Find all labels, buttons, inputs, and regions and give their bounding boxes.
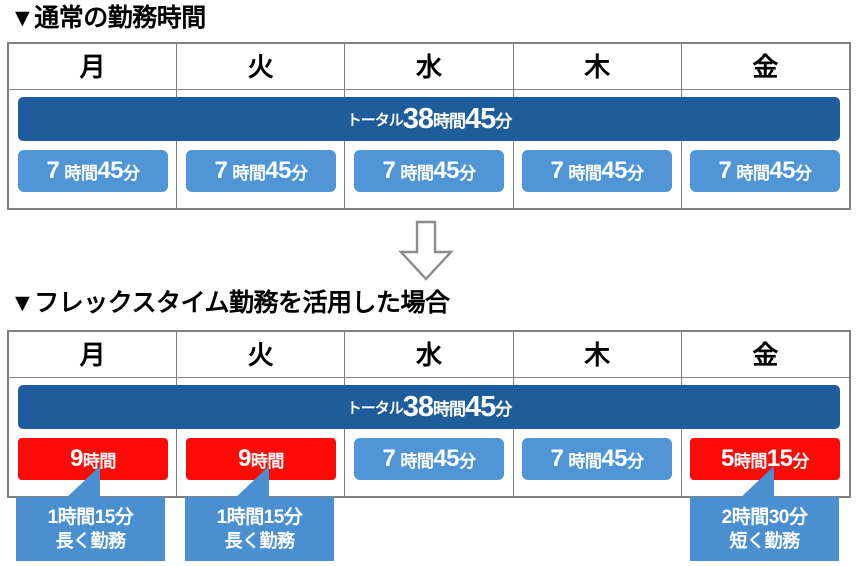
value-hours-unit: 時間 [568,451,602,471]
value-hours: 7 [550,157,564,184]
value-minutes: 15 [766,445,793,472]
total-hours-unit: 時間 [433,111,466,131]
total-label: トータル [346,111,404,129]
value-minutes-unit: 分 [291,163,308,183]
value-minutes-unit: 分 [123,163,140,183]
value-minutes: 45 [97,157,124,184]
value-hours-unit: 時間 [82,451,117,471]
value-minutes-unit: 分 [627,451,644,471]
table-header-row-flex: 月 火 水 木 金 [9,332,849,378]
value-hours: 7 [214,157,228,184]
value-hours-unit: 時間 [568,163,602,183]
value-hours-unit: 時間 [400,451,434,471]
total-label: トータル [346,399,404,417]
callout-description: 長く勤務 [224,530,296,551]
value-minutes: 45 [601,445,628,472]
value-hours-unit: 時間 [232,163,266,183]
day-header-fri: 金 [752,51,779,82]
callout-description: 短く勤務 [729,530,801,551]
total-minutes: 45 [465,390,496,423]
total-hours: 38 [402,390,434,423]
value-minutes-unit: 分 [795,163,812,183]
callout-note-tue: 1時間15分 長く勤務 [185,497,334,561]
callout-pointer-mon-icon [64,466,100,500]
section-title-normal: ▼通常の勤務時間 [10,4,206,32]
day-header-mon: 月 [9,332,178,377]
value-minutes: 45 [433,157,460,184]
callout-amount: 1時間15分 [216,506,303,528]
day-header-mon: 月 [9,44,178,89]
day-header-wed: 水 [345,44,514,89]
value-hours: 9 [238,445,251,472]
down-arrow-icon [398,220,454,281]
callout-pointer-tue-icon [233,466,269,500]
total-hours-unit: 時間 [433,399,466,419]
table-header-row-normal: 月 火 水 木 金 [9,44,849,90]
value-minutes: 45 [769,157,796,184]
callout-amount: 2時間30分 [721,506,808,528]
value-hours: 9 [70,445,83,472]
total-minutes-unit: 分 [495,111,512,131]
value-hours: 7 [550,445,564,472]
callout-note-mon: 1時間15分 長く勤務 [16,497,165,561]
day-header-wed: 水 [345,332,514,377]
callout-note-fri: 2時間30分 短く勤務 [690,497,839,561]
value-hours-unit: 時間 [250,451,285,471]
value-hours: 7 [46,157,60,184]
value-minutes-unit: 分 [627,163,644,183]
value-minutes-unit: 分 [459,163,476,183]
total-hours: 38 [402,102,434,135]
value-minutes: 45 [433,445,460,472]
total-minutes-unit: 分 [495,399,512,419]
value-hours-unit: 時間 [733,451,768,471]
value-hours: 7 [382,157,396,184]
value-minutes-unit: 分 [459,451,476,471]
section-title-flex: ▼フレックスタイム勤務を活用した場合 [10,289,450,317]
value-minutes-unit: 分 [792,451,810,471]
day-header-thu: 木 [514,44,682,89]
value-minutes: 45 [601,157,628,184]
value-hours: 7 [382,445,396,472]
day-header-tue: 火 [177,332,346,377]
day-header-fri: 金 [752,339,779,370]
value-hours: 7 [718,157,732,184]
callout-description: 長く勤務 [55,530,127,551]
value-hours-unit: 時間 [736,163,770,183]
day-header-thu: 木 [514,332,682,377]
value-minutes: 45 [265,157,292,184]
callout-pointer-fri-icon [738,466,774,500]
value-hours: 5 [720,445,734,472]
total-minutes: 45 [465,102,496,135]
value-hours-unit: 時間 [400,163,434,183]
day-header-tue: 火 [177,44,346,89]
value-hours-unit: 時間 [64,163,98,183]
callout-amount: 1時間15分 [47,506,134,528]
